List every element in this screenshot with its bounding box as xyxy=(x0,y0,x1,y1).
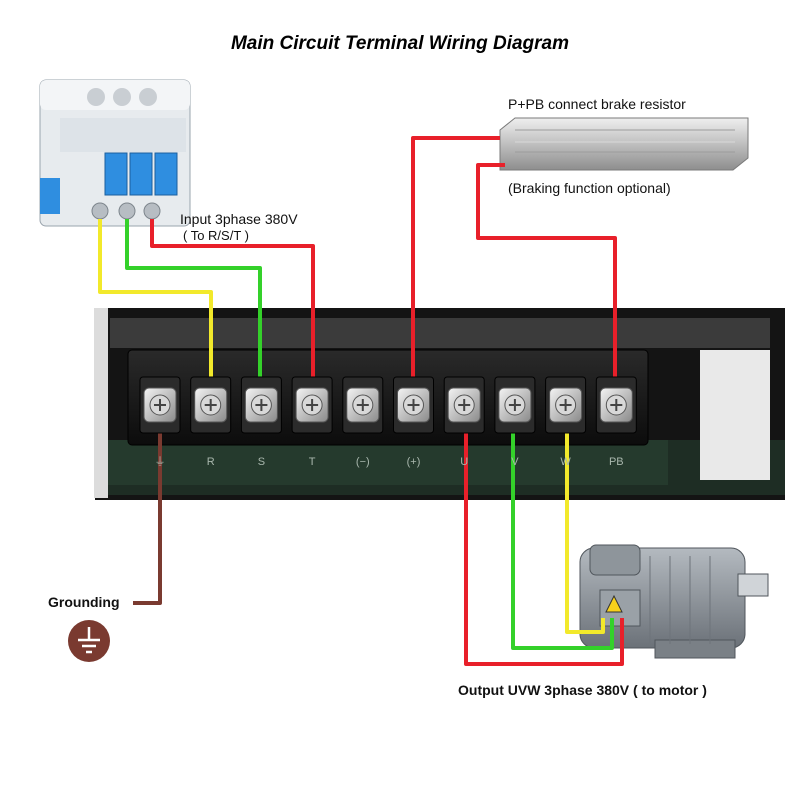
output-label: Output UVW 3phase 380V ( to motor ) xyxy=(458,682,707,698)
terminal-labels: ⏚ R S T (−) (+) U V W PB xyxy=(155,455,624,468)
wire-output-v xyxy=(511,405,614,650)
terminal-screw-icon xyxy=(393,376,434,434)
wires xyxy=(98,136,624,666)
braking-optional-label: (Braking function optional) xyxy=(508,180,671,196)
terminal-screw-icon xyxy=(342,376,384,434)
terminal-label: R xyxy=(207,456,215,468)
terminal-label: T xyxy=(309,456,316,468)
wire-ground xyxy=(133,405,162,605)
wire-brake-plus xyxy=(411,136,500,405)
ground-symbol-icon xyxy=(68,620,110,662)
wire-input-green xyxy=(125,219,262,405)
terminal-screw-icon xyxy=(443,376,485,434)
terminal-screw-icon xyxy=(595,376,637,434)
terminal-screw-icon xyxy=(545,376,587,434)
inverter-board xyxy=(94,308,785,500)
input-label-line1: Input 3phase 380V xyxy=(180,211,298,227)
input-label-line2: ( To R/S/T ) xyxy=(183,228,249,243)
wire-input-yellow xyxy=(98,219,213,405)
terminal-screw-icon xyxy=(240,376,282,434)
terminal-label: ⏚ xyxy=(155,455,166,468)
wire-output-w xyxy=(565,405,605,634)
terminal-screws xyxy=(139,376,637,434)
terminal-screw-icon xyxy=(494,376,536,434)
wire-brake-pb xyxy=(476,163,617,405)
brake-resistor-label: P+PB connect brake resistor xyxy=(508,96,686,112)
motor xyxy=(579,544,769,659)
wire-output-u xyxy=(464,405,624,666)
terminal-label: U xyxy=(460,456,468,468)
terminal-label: V xyxy=(511,456,519,468)
terminal-screw-icon xyxy=(190,376,232,434)
terminal-label: (−) xyxy=(356,456,370,468)
wire-input-red xyxy=(150,219,315,405)
terminal-label: PB xyxy=(609,456,624,468)
terminal-screw-icon xyxy=(291,376,333,434)
terminal-label: S xyxy=(258,456,265,468)
brake-resistor xyxy=(499,117,749,171)
grounding-label: Grounding xyxy=(48,594,120,610)
terminal-label: (+) xyxy=(407,456,421,468)
terminal-screw-icon xyxy=(139,376,181,434)
circuit-breaker xyxy=(39,79,191,227)
diagram-title: Main Circuit Terminal Wiring Diagram xyxy=(230,33,569,54)
terminal-label: W xyxy=(560,456,571,468)
